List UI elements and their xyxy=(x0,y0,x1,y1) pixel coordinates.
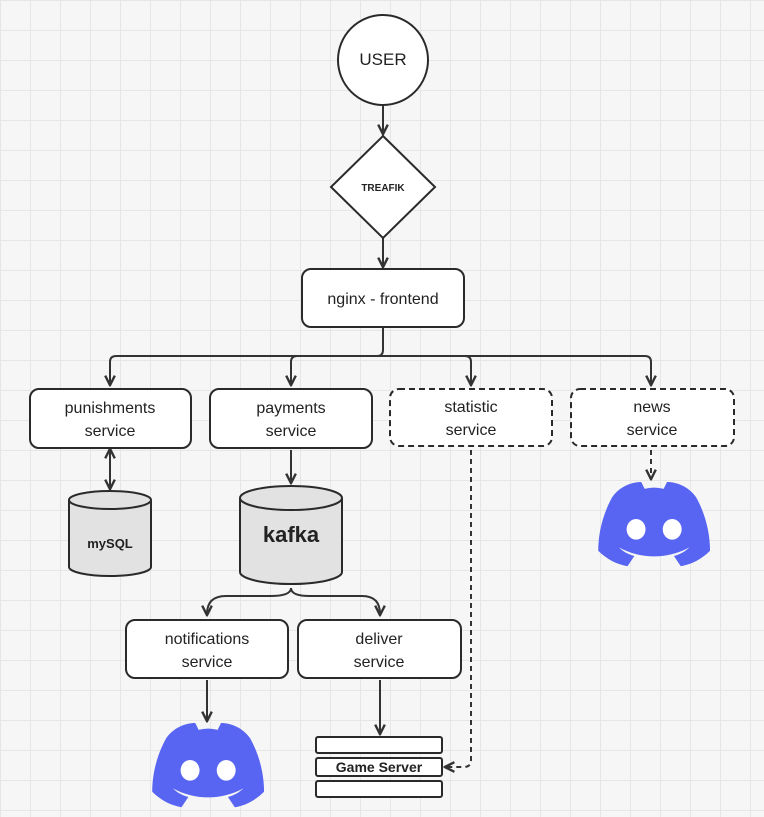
discord-icon xyxy=(598,482,711,567)
mysql-database: mySQL xyxy=(68,490,152,577)
kafka-label: kafka xyxy=(263,522,320,547)
news-label-line1: news xyxy=(633,399,670,416)
notifications-label-line1: notifications xyxy=(165,631,250,648)
deliver-label-line1: deliver xyxy=(355,631,403,648)
discord-icon xyxy=(152,723,265,808)
news-service-node: news service xyxy=(570,388,735,447)
traefik-node: TREAFIK xyxy=(329,134,437,240)
kafka-to-notifications-arrow xyxy=(207,587,292,614)
game-server-node: Game Server xyxy=(315,736,443,798)
nginx-to-news-arrow xyxy=(383,355,651,384)
notifications-service-node: notifications service xyxy=(125,619,289,679)
payments-label-line1: payments xyxy=(256,400,325,417)
statistic-label-line1: statistic xyxy=(444,399,497,416)
nginx-to-payments-arrow xyxy=(291,355,383,384)
mysql-label: mySQL xyxy=(87,536,133,551)
statistic-service-node: statistic service xyxy=(389,388,553,447)
deliver-service-node: deliver service xyxy=(297,619,462,679)
deliver-label-line2: service xyxy=(354,654,405,671)
nginx-to-punishments-arrow xyxy=(110,328,384,384)
kafka-to-deliver-arrow xyxy=(290,587,380,614)
statistic-label-line2: service xyxy=(446,422,497,439)
nginx-label: nginx - frontend xyxy=(327,291,438,308)
user-node: USER xyxy=(337,14,429,106)
game-server-label: Game Server xyxy=(336,759,423,775)
kafka-queue: kafka xyxy=(239,485,343,585)
punishments-label-line1: punishments xyxy=(65,400,156,417)
punishments-service-node: punishments service xyxy=(29,388,192,449)
connectors xyxy=(110,103,651,767)
statistic-to-gameserver-arrow xyxy=(446,450,472,767)
user-label: USER xyxy=(359,50,406,69)
news-label-line2: service xyxy=(627,422,678,439)
payments-service-node: payments service xyxy=(209,388,373,449)
nginx-to-statistic-arrow xyxy=(383,355,471,384)
traefik-label: TREAFIK xyxy=(361,183,405,194)
nginx-node: nginx - frontend xyxy=(301,268,465,328)
punishments-label-line2: service xyxy=(85,423,136,440)
payments-label-line2: service xyxy=(266,423,317,440)
notifications-label-line2: service xyxy=(182,654,233,671)
